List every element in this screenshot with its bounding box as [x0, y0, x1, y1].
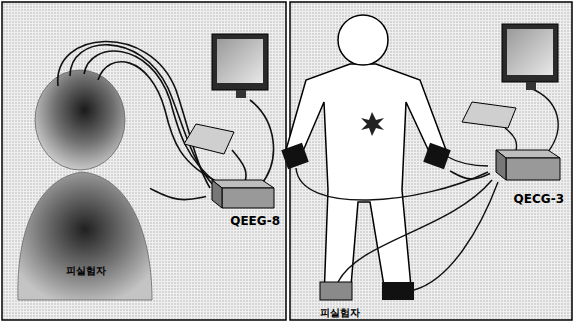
- device-label: QECG-3: [514, 193, 564, 206]
- device-box: QEEG-8: [206, 176, 280, 228]
- keyboard-cable: [505, 128, 517, 150]
- ankle-band: [382, 282, 414, 300]
- wire-connector: [150, 188, 206, 199]
- keyboard: [184, 124, 234, 154]
- subject-label: 피실험자: [320, 307, 360, 318]
- subject-head: [35, 70, 125, 170]
- monitor-cable: [250, 100, 273, 186]
- keyboard: [462, 102, 516, 128]
- device-front: [222, 188, 274, 208]
- subject-label: 피실험자: [66, 265, 106, 276]
- keyboard-cable: [232, 150, 246, 182]
- device-label: QEEG-8: [230, 215, 280, 228]
- device-box: QECG-3: [490, 146, 566, 206]
- monitor-stand: [526, 82, 536, 90]
- device-top: [496, 150, 560, 158]
- ecg-wires: [296, 88, 558, 290]
- device-front: [506, 158, 560, 180]
- monitor-screen: [507, 29, 553, 75]
- subject-box: 피실험자: [300, 14, 450, 318]
- device-side: [212, 180, 222, 208]
- monitor: [502, 24, 558, 82]
- electrode-wire: [98, 62, 222, 184]
- wrist-band: [281, 143, 309, 169]
- electrode-wire: [84, 51, 218, 184]
- monitor: [212, 34, 268, 90]
- subject-figure: [286, 64, 446, 298]
- subject-body: [18, 172, 152, 300]
- ankle-band: [320, 282, 352, 300]
- subject-head: [338, 15, 388, 65]
- ecg-wire: [296, 168, 488, 200]
- ecg-wire: [446, 156, 488, 166]
- ecg-wire: [414, 182, 498, 290]
- panel-frame: [2, 2, 286, 320]
- device-side: [496, 150, 506, 180]
- monitor-stand: [236, 90, 246, 98]
- ecg-electrode: [361, 112, 384, 136]
- electrode-wire: [58, 41, 210, 188]
- monitor-cable: [530, 88, 558, 152]
- wire-connector: [450, 171, 490, 179]
- ecg-wire: [338, 180, 492, 282]
- monitor-screen: [217, 39, 263, 83]
- subject-box: 피실험자: [22, 78, 150, 280]
